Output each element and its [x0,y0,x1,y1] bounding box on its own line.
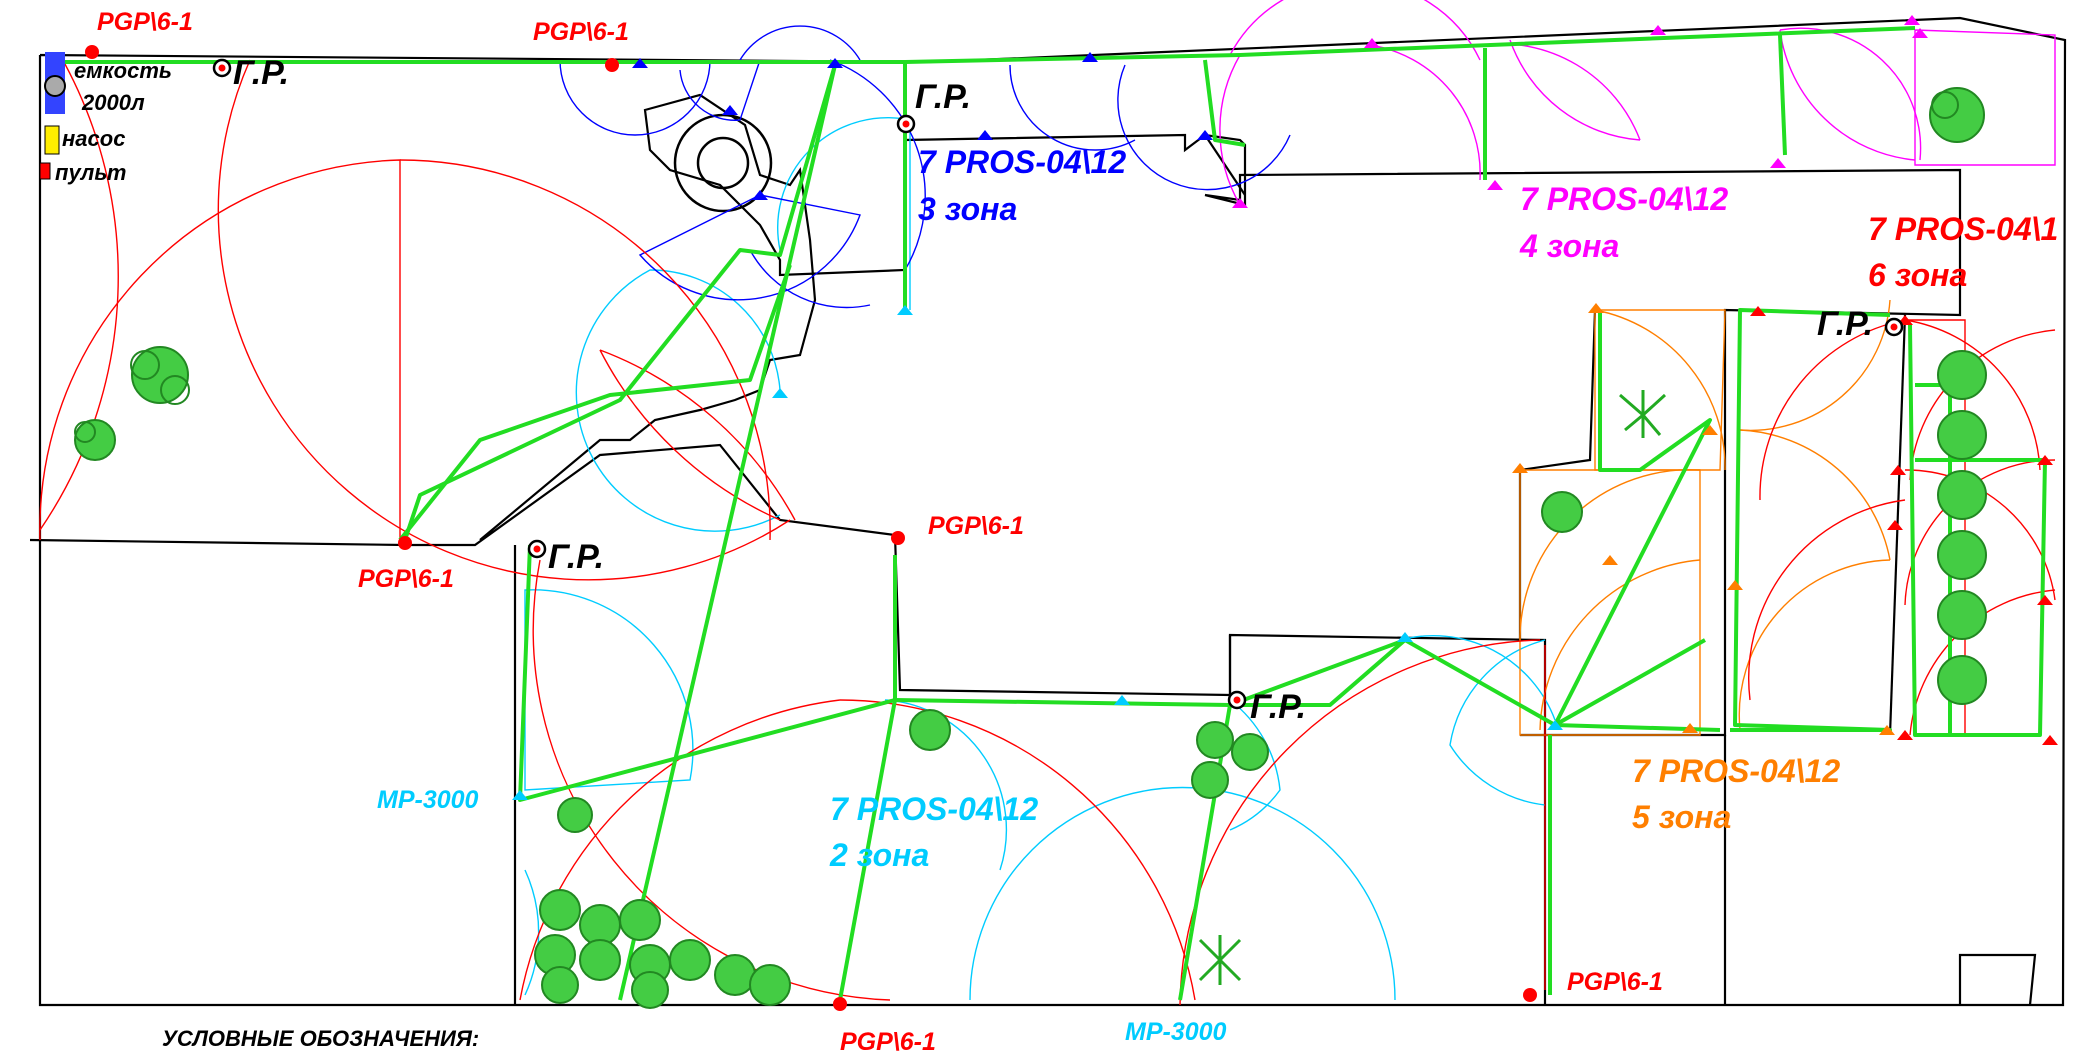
spray-heads-zone3 [632,52,1213,200]
equipment-legend-symbols [39,52,66,180]
valve-box-1 [212,58,232,78]
pgp-heads [85,45,1537,1011]
valve-label-5: Г.Р. [1817,305,1873,343]
tank-dome-icon [44,75,66,97]
zone5-model: 7 PROS-04\12 [1632,753,1840,789]
valve-box-5 [1884,317,1904,337]
legend-text: емкость 2000л насос пульт УСЛОВНЫЕ ОБОЗН… [55,58,479,1051]
pump-symbol [44,125,60,155]
pgp-rotor-arcs [39,54,1546,1006]
zone3-model: 7 PROS-04\12 [918,144,1126,180]
zone3-spray-arcs [559,25,1291,309]
valve-label-3: Г.Р. [548,538,604,576]
controller-label: пульт [55,160,126,185]
zone4-name: 4 зона [1519,228,1619,264]
valve-label-2: Г.Р. [915,78,971,116]
pgp-label-5: PGP\6-1 [1567,968,1663,996]
spray-heads-zone5 [1512,303,1895,735]
zone-labels: 7 PROS-04\12 3 зона 7 PROS-04\12 4 зона … [829,144,2058,873]
pgp-label-2: PGP\6-1 [533,18,629,46]
valve-box-4 [1227,690,1247,710]
zone6-name: 6 зона [1868,257,1967,293]
mp-label-2: MP-3000 [1125,1018,1227,1046]
valve-label-4: Г.Р. [1250,688,1306,726]
legend-section-title: УСЛОВНЫЕ ОБОЗНАЧЕНИЯ: [162,1026,479,1051]
controller-symbol [39,162,51,180]
pgp-label-6: PGP\6-1 [840,1028,936,1053]
tank-volume: 2000л [81,90,145,115]
valve-label-1: Г.Р. [233,54,289,92]
pgp-label-3: PGP\6-1 [928,512,1024,540]
pgp-label-4: PGP\6-1 [358,565,454,593]
zone5-name: 5 зона [1632,799,1731,835]
zone6-model: 7 PROS-04\1 [1868,211,2058,247]
pgp-labels: PGP\6-1 PGP\6-1 PGP\6-1 PGP\6-1 PGP\6-1 … [97,8,1663,1053]
tank-label: емкость [74,58,172,83]
mp-label-1: MP-3000 [377,786,479,814]
zone2-spray-arcs [524,117,1556,1001]
zone2-name: 2 зона [829,837,929,873]
zone2-model: 7 PROS-04\12 [830,791,1038,827]
valve-box-3 [527,539,547,559]
zone3-name: 3 зона [918,191,1017,227]
valve-box-2 [896,114,916,134]
palm-plants [1198,390,1667,985]
pgp-label-1: PGP\6-1 [97,8,193,36]
zone4-spray-arcs [1219,0,2056,206]
pump-label: насос [62,126,125,151]
spray-heads-zone4 [1232,15,1928,208]
zone4-model: 7 PROS-04\12 [1520,181,1728,217]
mp-labels: MP-3000 MP-3000 [377,786,1227,1046]
valve-box-labels: Г.Р. Г.Р. Г.Р. Г.Р. Г.Р. [233,54,1873,726]
valve-box-markers [212,58,1904,710]
shrubs [74,87,1987,1009]
spray-heads-zone2 [512,305,1563,800]
